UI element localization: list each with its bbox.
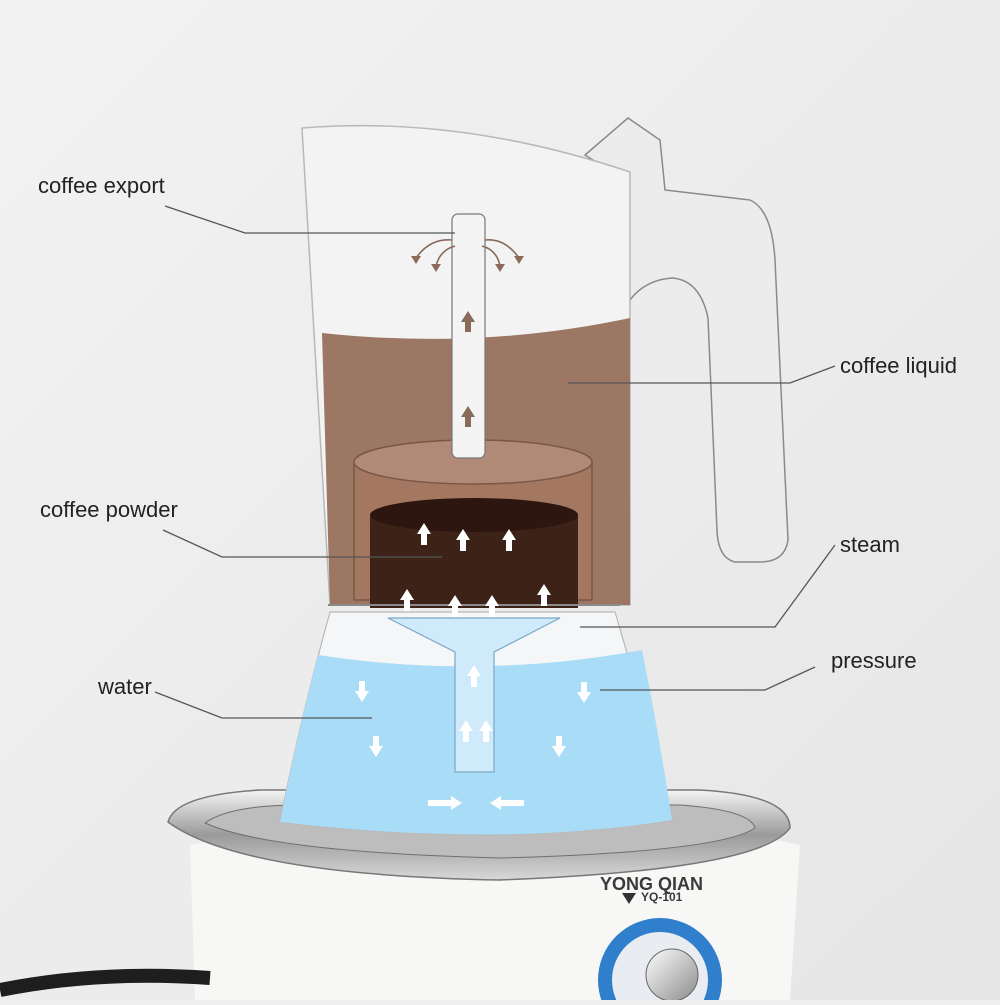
temperature-knob[interactable] bbox=[646, 949, 698, 1000]
model-number: YQ-101 bbox=[641, 890, 682, 904]
filter-basket bbox=[354, 440, 592, 608]
label-coffee-liquid: coffee liquid bbox=[840, 353, 957, 379]
label-water: water bbox=[98, 674, 152, 700]
label-pressure: pressure bbox=[831, 648, 917, 674]
label-coffee-powder: coffee powder bbox=[40, 497, 178, 523]
label-steam: steam bbox=[840, 532, 900, 558]
label-coffee-export: coffee export bbox=[38, 173, 165, 199]
